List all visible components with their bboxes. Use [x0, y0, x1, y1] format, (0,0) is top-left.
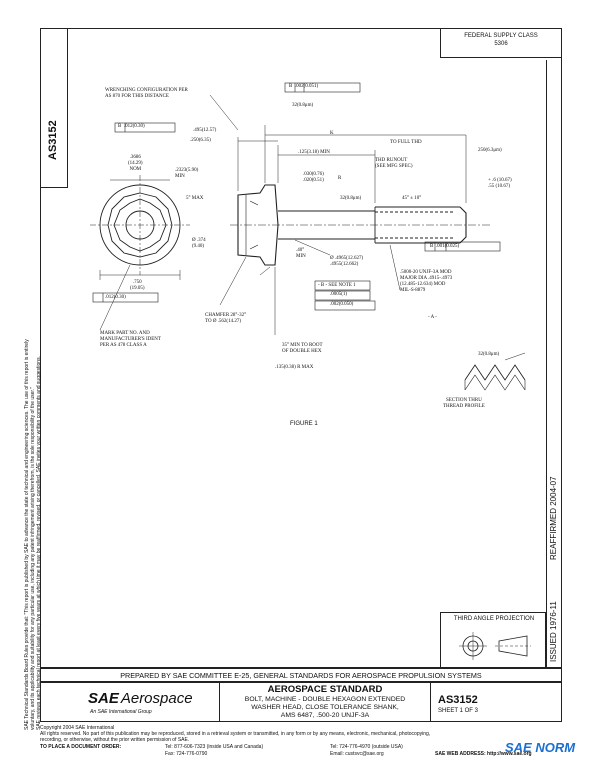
- rights-text-2: recording, or otherwise, without the pri…: [40, 737, 190, 743]
- thread-profile: [464, 364, 526, 381]
- annot-dim-374: Ø .374 (9.40): [192, 238, 206, 249]
- annot-dim-2323: .2323(5.90) MIN: [175, 168, 199, 179]
- annot-a-label: - A -: [428, 315, 437, 320]
- copyright: Copyright 2004 SAE International: [40, 725, 115, 731]
- annot-angle: 45° ± 10°: [402, 196, 422, 201]
- annot-fcf-bottom: .012(0.30): [105, 295, 126, 300]
- annot-dim-5max: 5° MAX: [186, 196, 204, 201]
- annot-dim-4965: Ø .4965(12.627) .4955(12.662): [330, 256, 364, 267]
- annot-section-thru: SECTION THRU THREAD PROFILE: [443, 398, 485, 409]
- order-label: TO PLACE A DOCUMENT ORDER:: [40, 744, 122, 750]
- fax: Fax: 724-776-0790: [165, 751, 208, 757]
- fcf-left-value: .012(0.30): [123, 124, 145, 129]
- sae-logo-mark: SAE: [88, 690, 119, 707]
- side-disclaimer-3: SAE reviews each technical report at lea…: [36, 356, 42, 730]
- right-strip: [546, 60, 562, 668]
- fcf-right-value: .001(0.025): [435, 244, 460, 249]
- reaffirmed-date: REAFFIRMED 2004-07: [549, 476, 558, 560]
- annot-thread-spec: .5000-20 UNJF-3A MOD MAJOR DIA .4915-.49…: [400, 270, 453, 293]
- annot-wrenching: WRENCHING CONFIGURATION PER AS 870 FOR T…: [105, 88, 188, 99]
- drawing-frame: [40, 28, 562, 668]
- annot-fcf-right: B .001(0.025): [430, 244, 459, 250]
- annot-fcf-a: .0005(1): [330, 292, 348, 297]
- prepared-by: PREPARED BY SAE COMMITTEE E-25, GENERAL …: [120, 671, 482, 680]
- number-cell: [430, 682, 562, 722]
- sheet-number: SHEET 1 OF 3: [438, 708, 478, 714]
- annot-dim-3686: .3686 (14.29) NOM: [128, 155, 143, 172]
- annot-k: K: [330, 131, 334, 136]
- annot-dim-030: .030(0.76) .020(0.51): [303, 172, 324, 183]
- annot-dim-250: .250(6.35): [190, 138, 211, 143]
- annot-mark: MARK PART NO. AND MANUFACTURER'S IDENT P…: [100, 331, 161, 348]
- sae-norm-watermark: SAE NORM: [505, 740, 576, 755]
- third-angle-box: [440, 612, 546, 668]
- annot-r: R: [338, 176, 342, 181]
- fcf-top-value: .002(0.051): [294, 84, 319, 89]
- sae-logo-aerospace: Aerospace: [120, 690, 193, 707]
- logo-cell: [40, 682, 220, 722]
- annot-runout: THD RUNOUT (SEE MFG SPEC): [375, 158, 413, 169]
- title-line-1: BOLT, MACHINE - DOUBLE HEXAGON EXTENDED: [244, 696, 406, 703]
- issued-date: ISSUED 1976-11: [549, 601, 558, 662]
- third-angle-symbol: [459, 632, 531, 660]
- title-line-2: WASHER HEAD, CLOSE TOLERANCE SHANK,: [251, 704, 399, 711]
- tel-intl: Tel: 724-776-4970 (outside USA): [330, 744, 403, 750]
- washer-head: [237, 184, 279, 266]
- standard-type: AEROSPACE STANDARD: [267, 684, 383, 695]
- annot-dim-495: .495(12.57): [193, 128, 217, 133]
- federal-supply-class-box: [440, 28, 562, 58]
- annot-full-thd: TO FULL THD: [390, 140, 422, 145]
- annot-root: 35° MIN TO ROOT OF DOUBLE HEX: [282, 343, 323, 354]
- bolt-drawing: [90, 82, 526, 391]
- annot-fcf-a2: .002(0.050): [330, 302, 354, 307]
- sae-logo-tagline: An SAE International Group: [90, 709, 152, 715]
- fcf-left-datum: B: [118, 124, 122, 129]
- tel-us: Tel: 877-606-7323 (inside USA and Canada…: [165, 744, 264, 750]
- third-angle-label: THIRD ANGLE PROJECTION: [453, 616, 535, 622]
- doc-number: AS3152: [438, 694, 478, 706]
- annot-fcf-left: B .012(0.30): [118, 124, 145, 130]
- annot-roughness-3: 250(6.3μm): [478, 148, 502, 153]
- annot-chamfer: CHAMFER 28°-32° TO Ø .562(14.27): [205, 313, 247, 324]
- email: Email: custsvc@sae.org: [330, 751, 384, 757]
- title-text: BOLT, MACHINE - DOUBLE HEXAGON EXTENDED …: [220, 696, 430, 720]
- annot-note-b: - B - SEE NOTE 1: [318, 283, 356, 288]
- annot-roughness-4: 32(0.8μm): [478, 352, 500, 357]
- figure-caption: FIGURE 1: [290, 421, 318, 427]
- web-address: SAE WEB ADDRESS: http://www.sae.org: [435, 751, 532, 757]
- annot-roughness-2: 32(0.8μm): [340, 196, 362, 201]
- doc-number-vertical: AS3152: [47, 120, 59, 160]
- prepared-by-bar: [40, 668, 562, 682]
- annot-fcf-top: B .002(0.051): [289, 84, 318, 90]
- annot-lead: + .6 (10.67) .55 (10.67): [488, 178, 512, 189]
- left-number-box: [40, 28, 68, 188]
- annot-dim-125: .125(3.18) MIN: [298, 150, 330, 155]
- rights-text: All rights reserved. No part of this pub…: [40, 731, 431, 737]
- fcf-top-datum: B: [289, 84, 293, 89]
- annot-dim-135: .135(0.38) R MAX: [275, 365, 314, 370]
- title-line-3: AMS 6487, .500-20 UNJF-3A: [280, 712, 370, 719]
- annot-roughness-1: 32(0.8μm): [292, 103, 314, 108]
- fcf-right-datum: B: [430, 244, 434, 249]
- annot-dim-750: .750 (19.05): [130, 280, 145, 291]
- federal-supply-class: FEDERAL SUPPLY CLASS 5306: [464, 33, 538, 47]
- annot-dim-40: .40° MIN: [296, 248, 306, 259]
